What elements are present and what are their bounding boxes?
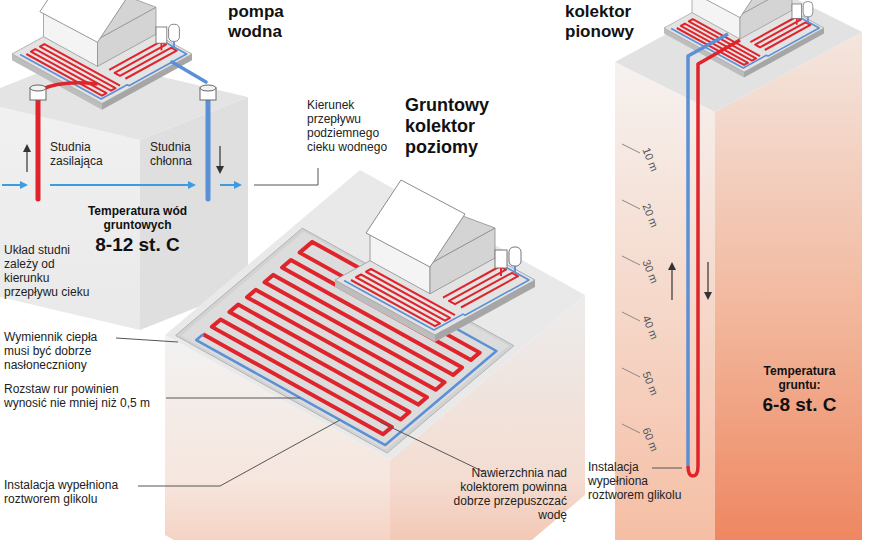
- horizontal-collector-slab: [165, 170, 585, 460]
- leader-lines: [116, 338, 178, 342]
- callout-note: Kierunek przepływu podziemnego cieku wod…: [307, 98, 399, 154]
- borehole-pipe: [672, 34, 740, 476]
- flow-arrows: [50, 184, 194, 186]
- flow-arrows: [220, 184, 240, 186]
- temperature-value: 8-12 st. C: [75, 234, 200, 256]
- section-heading: pompa wodna: [228, 2, 298, 42]
- callout-note: Instalacja wypełniona roztworem glikolu: [588, 460, 693, 502]
- temperature-label: Temperatura wód gruntowych: [75, 204, 200, 232]
- callout-note: Układ studni zależy od kierunku przepływ…: [4, 243, 99, 299]
- leader-lines: [380, 422, 484, 472]
- well-pipes: [30, 62, 216, 199]
- depth-ticks: [622, 144, 640, 433]
- vertical-collector-column: [715, 32, 862, 540]
- depth-ticks: [622, 256, 640, 265]
- section-heading: kolektor pionowy: [565, 2, 645, 42]
- depth-ticks: [622, 144, 640, 153]
- vertical-collector-column: [615, 0, 862, 540]
- well-pipes: [40, 83, 96, 90]
- leader-lines: [138, 420, 340, 486]
- water-pump-block: [0, 57, 248, 330]
- flow-arrows: [26, 146, 27, 172]
- depth-ticks: [622, 200, 640, 209]
- leader-lines: [652, 468, 682, 469]
- flow-arrows: [219, 146, 220, 172]
- house: [335, 180, 535, 342]
- well-pipes: [200, 85, 216, 91]
- temperature-value: 6-8 st. C: [747, 394, 852, 416]
- borehole-pipe: [688, 34, 728, 466]
- section-heading: Gruntowy kolektor poziomy: [405, 95, 510, 158]
- well-pipes: [30, 85, 46, 91]
- well-pipes: [36, 100, 41, 199]
- callout-note: Rozstaw rur powinien wynosić nie mniej n…: [4, 382, 159, 410]
- depth-ticks: [622, 368, 640, 377]
- borehole-pipe: [707, 262, 708, 298]
- depth-ticks: [622, 424, 640, 433]
- house: [12, 0, 192, 110]
- flow-arrows: [2, 146, 240, 185]
- temperature-label: Temperatura gruntu:: [747, 364, 852, 392]
- borehole-pipe: [671, 264, 672, 300]
- borehole-pipe: [698, 40, 740, 466]
- flow-arrows: [2, 184, 26, 186]
- well-label: Studnia zasilająca: [50, 140, 125, 168]
- borehole-pipe: [688, 466, 698, 476]
- leader-lines: [166, 398, 300, 399]
- well-label: Studnia chłonna: [150, 140, 202, 168]
- callout-note: Nawierzchnia nad kolektorem powinna dobr…: [445, 466, 567, 522]
- well-pipes: [172, 62, 206, 82]
- callout-note: Wymiennik ciepła musi być dobrze nasłone…: [4, 330, 112, 372]
- horizontal-collector-slab: [165, 170, 585, 540]
- callout-note: Instalacja wypełniona roztworem glikolu: [4, 478, 134, 506]
- leader-lines: [116, 168, 682, 486]
- depth-ticks: [622, 312, 640, 321]
- leader-lines: [254, 168, 318, 185]
- well-pipes: [206, 100, 211, 199]
